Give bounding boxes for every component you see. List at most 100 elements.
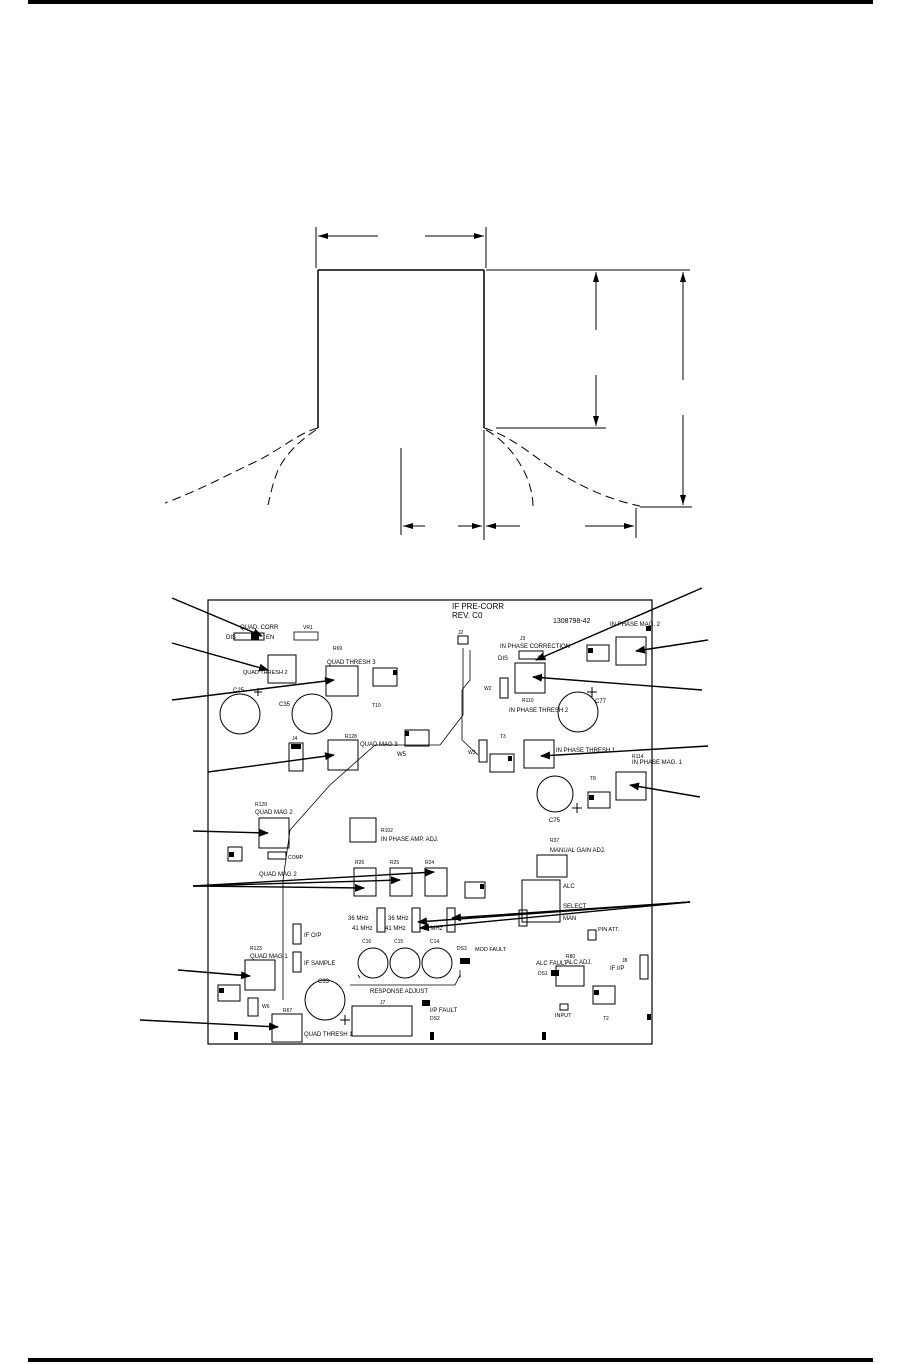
trace-w3 <box>461 650 479 756</box>
label-select: SELECT <box>563 904 587 910</box>
trace-w5 <box>282 648 464 1000</box>
arrow-in-phase-correction <box>535 587 703 661</box>
label-41mhz-c: 41 MHz <box>422 926 443 932</box>
transformer-block-1 <box>404 729 430 747</box>
label-c75: C75 <box>549 818 561 824</box>
pot-r102 <box>349 817 377 843</box>
switch-alc-select <box>521 879 561 923</box>
label-t10: T10 <box>372 703 381 709</box>
label-ds1: DS1 <box>538 971 548 977</box>
label-if-sample: IF SAMPLE <box>304 961 335 967</box>
pot-r25 <box>389 867 413 897</box>
label-dis-2: DIS <box>498 656 508 662</box>
label-manual-gain-adj: MANUAL GAIN ADJ. <box>550 848 606 854</box>
label-t2: T2 <box>603 1016 609 1022</box>
label-quad-thresh1: QUAD THRESH 1 <box>304 1032 353 1038</box>
transformer-t10 <box>372 667 398 687</box>
pot-in-phase-mag2 <box>615 636 647 666</box>
pot-alc-adj <box>555 965 585 987</box>
arrow-in-phase-thresh1 <box>540 745 709 760</box>
label-r129: R129 <box>255 802 267 808</box>
pot-in-phase-thresh1 <box>523 739 555 769</box>
label-ip-fault: I/P FAULT <box>430 1008 457 1014</box>
label-36mhz-b: 36 MHz <box>388 916 409 922</box>
capacitor-c25 <box>219 693 261 735</box>
label-en: EN <box>266 635 274 641</box>
jumper-j6 <box>376 907 386 933</box>
vr1 <box>293 631 319 641</box>
label-in-phase-thresh1: IN PHASE THRESH 1 <box>556 748 616 754</box>
label-w3: W3 <box>468 750 476 756</box>
response-curve-drawing <box>164 227 692 540</box>
label-j3b: J3 <box>520 636 526 642</box>
label-c14: C14 <box>430 939 439 945</box>
capacitor-c15 <box>389 947 421 979</box>
pot-quad-thresh2 <box>267 654 297 684</box>
dim-arrow <box>472 523 482 529</box>
label-response-adjust: RESPONSE ADJUST <box>370 989 428 995</box>
arrow-j6 <box>419 901 691 932</box>
label-41mhz-a: 41 MHz <box>352 926 373 932</box>
dim-arrow <box>486 523 496 529</box>
label-c15: C15 <box>394 939 403 945</box>
dim-arrow <box>318 233 328 239</box>
arrow-quad-thresh1 <box>139 1019 279 1031</box>
transformer-t3 <box>489 753 515 773</box>
board-part-number: 1308798-42 <box>553 618 590 625</box>
label-pin-att: PIN ATT. <box>598 927 620 933</box>
label-alc: ALC <box>563 884 575 890</box>
label-r24: R24 <box>425 860 434 866</box>
arrow-in-phase-thresh2 <box>532 673 703 691</box>
pot-in-phase-mag1 <box>615 771 647 801</box>
jumper-j5 <box>411 907 421 933</box>
capacitor-c16 <box>357 947 389 979</box>
label-r67: R67 <box>283 1008 292 1014</box>
jumper-shunt <box>251 633 259 640</box>
bottom-rule <box>28 1358 873 1362</box>
label-if-op: IF O/P <box>304 933 321 939</box>
label-r110: R110 <box>522 698 534 704</box>
jumper-w3 <box>478 739 488 763</box>
label-in-phase-thresh2: IN PHASE THRESH 2 <box>509 708 569 714</box>
label-t8: T8 <box>590 776 596 782</box>
dim-arrow <box>593 272 599 282</box>
arrow-j5 <box>417 901 691 926</box>
label-in-phase-correction: IN PHASE CORRECTION <box>500 644 570 650</box>
arrow-in-phase-mag2 <box>635 639 709 654</box>
label-if-ip: IF I/P <box>610 966 624 972</box>
transformer-t8 <box>587 791 611 809</box>
label-quad-corr: QUAD. CORR <box>240 625 279 631</box>
label-r123: R123 <box>250 946 262 952</box>
label-r80: R80 <box>566 954 575 960</box>
label-quad-thresh3: QUAD THRESH 3 <box>327 660 376 666</box>
left-inner-skirt <box>267 429 317 506</box>
pot-quad-thresh1 <box>271 1013 303 1043</box>
board-title: IF PRE-CORR <box>452 602 504 611</box>
label-vr1: VR1 <box>303 625 313 631</box>
jumper-j4 <box>288 742 304 772</box>
top-rule <box>28 0 873 4</box>
capacitor-c35 <box>291 693 333 735</box>
label-c25: C25 <box>233 688 245 694</box>
pot-manual-gain-adj <box>536 854 568 878</box>
dim-arrow <box>624 523 634 529</box>
arrow-r24 <box>192 868 435 887</box>
pot-quad-mag1 <box>244 959 276 991</box>
label-j8: J8 <box>622 958 628 964</box>
dim-arrow <box>593 416 599 426</box>
arrow-quad-mag3 <box>207 752 335 773</box>
label-r102: R102 <box>381 828 393 834</box>
connector-if-ip <box>639 954 649 980</box>
label-alc-adj: ALC ADJ. <box>566 960 592 966</box>
label-in-phase-mag1: IN PHASE MAG. 1 <box>632 760 683 766</box>
capacitor-c77 <box>557 691 599 733</box>
label-41mhz-b: 41 MHz <box>385 926 406 932</box>
capacitor-c33 <box>304 979 346 1021</box>
label-quad-mag2: QUAD MAG 2 <box>255 810 293 816</box>
label-w2: W2 <box>484 686 492 692</box>
label-r26: R26 <box>355 860 364 866</box>
label-j4: J4 <box>292 736 298 742</box>
jumper-w2 <box>499 677 509 699</box>
connector-j7 <box>351 1005 413 1037</box>
